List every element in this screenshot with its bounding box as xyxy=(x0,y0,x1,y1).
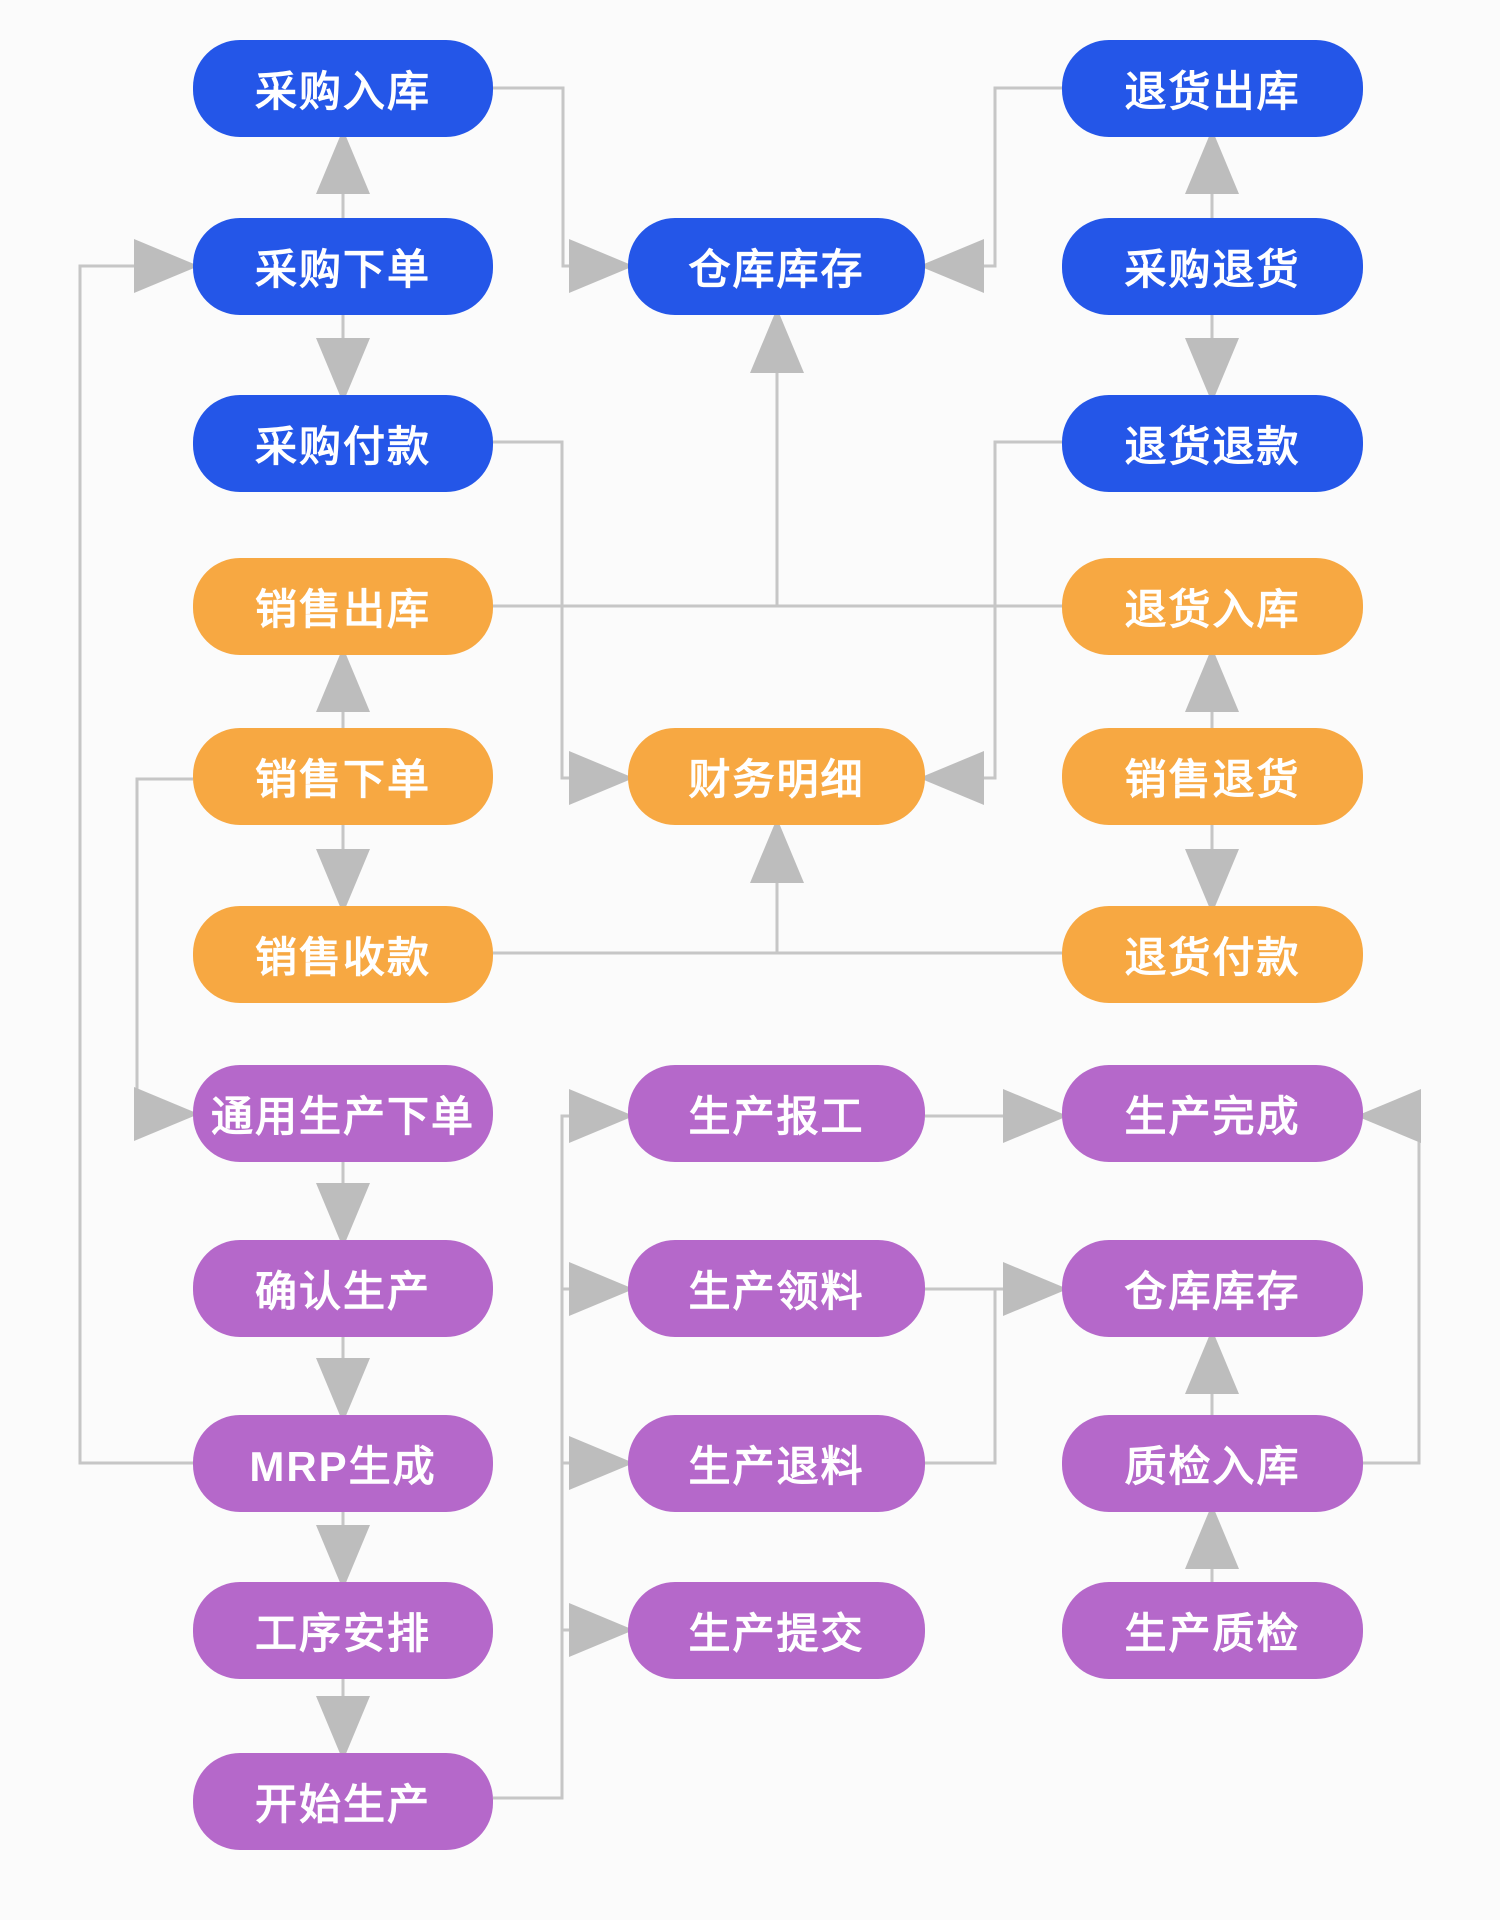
node-return-payment: 退货付款 xyxy=(1062,906,1363,1003)
node-sales-outbound: 销售出库 xyxy=(193,558,493,655)
node-purchase-order: 采购下单 xyxy=(193,218,493,315)
node-production-picking: 生产领料 xyxy=(628,1240,925,1337)
node-return-inbound: 退货入库 xyxy=(1062,558,1363,655)
node-sales-return: 销售退货 xyxy=(1062,728,1363,825)
node-return-outbound: 退货出库 xyxy=(1062,40,1363,137)
node-financial-details: 财务明细 xyxy=(628,728,925,825)
node-mrp-generation: MRP生成 xyxy=(193,1415,493,1512)
node-general-production-order: 通用生产下单 xyxy=(193,1065,493,1162)
edge-return-outbound-to-warehouse-inventory xyxy=(919,86,1062,293)
node-start-production: 开始生产 xyxy=(193,1753,493,1850)
edge-qc-inbound-to-production-complete xyxy=(1356,1089,1421,1465)
node-confirm-production: 确认生产 xyxy=(193,1240,493,1337)
node-return-refund: 退货退款 xyxy=(1062,395,1363,492)
edge-start-production-to-production-reporting xyxy=(493,1089,634,1800)
node-warehouse-inventory: 仓库库存 xyxy=(628,218,925,315)
node-purchase-payment: 采购付款 xyxy=(193,395,493,492)
node-production-material-return: 生产退料 xyxy=(628,1415,925,1512)
edge-sales-order-to-general-production-order xyxy=(134,777,199,1141)
edge-purchase-inbound-to-warehouse-inventory xyxy=(493,86,634,293)
node-sales-receipt: 销售收款 xyxy=(193,906,493,1003)
edge-mrp-generation-to-purchase-order xyxy=(78,239,199,1465)
edge-return-refund-to-financial-details xyxy=(919,440,1062,805)
node-qc-inbound: 质检入库 xyxy=(1062,1415,1363,1512)
node-production-reporting: 生产报工 xyxy=(628,1065,925,1162)
node-production-complete: 生产完成 xyxy=(1062,1065,1363,1162)
node-purchase-inbound: 采购入库 xyxy=(193,40,493,137)
edge-production-material-return-to-warehouse-inventory-2 xyxy=(925,1290,997,1465)
node-production-submission: 生产提交 xyxy=(628,1582,925,1679)
node-process-arrangement: 工序安排 xyxy=(193,1582,493,1679)
edge-purchase-payment-to-financial-details xyxy=(493,440,634,805)
node-warehouse-inventory-2: 仓库库存 xyxy=(1062,1240,1363,1337)
node-sales-order: 销售下单 xyxy=(193,728,493,825)
node-production-qc: 生产质检 xyxy=(1062,1582,1363,1679)
node-purchase-return: 采购退货 xyxy=(1062,218,1363,315)
